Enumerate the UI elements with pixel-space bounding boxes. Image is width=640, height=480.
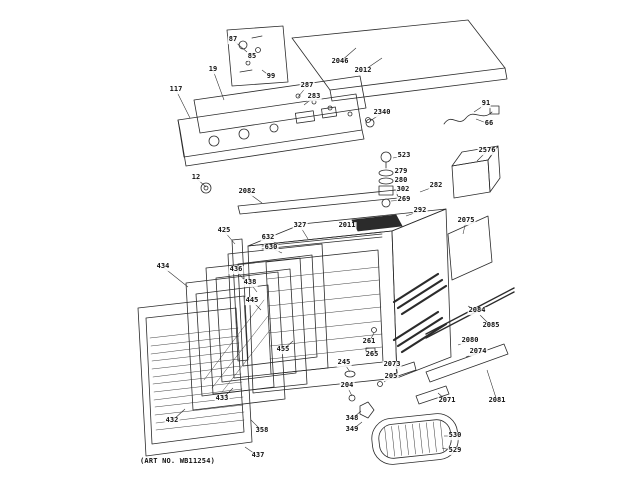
part-label: 265 [364, 350, 380, 359]
part-label: 433 [214, 394, 230, 403]
part-label: 91 [480, 99, 492, 108]
side-trim-strip [231, 238, 249, 362]
part-label: 12 [190, 173, 202, 182]
top-cover-panel [291, 19, 508, 102]
part-label: 632 [260, 233, 276, 242]
part-label: 280 [393, 176, 409, 185]
part-label: 2082 [237, 187, 257, 196]
part-label: 432 [164, 416, 180, 425]
power-cord [443, 105, 500, 125]
part-label: 87 [227, 35, 239, 44]
part-label: 327 [292, 221, 308, 230]
part-label: 269 [396, 195, 412, 204]
part-label: 283 [306, 92, 322, 101]
part-label: 530 [447, 431, 463, 440]
part-label: 287 [299, 81, 315, 90]
control-panel [177, 93, 365, 167]
part-label: 2084 [467, 306, 487, 315]
part-label: 19 [207, 65, 219, 74]
part-label: 279 [393, 167, 409, 176]
part-label: 436 [228, 265, 244, 274]
part-label: 2071 [437, 396, 457, 405]
part-label: 2046 [330, 57, 350, 66]
part-label: 245 [336, 358, 352, 367]
part-label: 445 [244, 296, 260, 305]
part-label: 437 [250, 451, 266, 460]
mounting-bracket [415, 385, 450, 405]
hardware-detail-box [226, 25, 289, 87]
part-label: 630 [263, 243, 279, 252]
latch-hardware [344, 327, 417, 419]
art-number-caption: (ART NO. WB11254) [140, 457, 216, 465]
part-label: 66 [483, 119, 495, 128]
part-label: 205 [383, 372, 399, 381]
part-label: 2081 [487, 396, 507, 405]
part-label: 2576 [477, 146, 497, 155]
oven-racks [392, 272, 448, 354]
part-label: 349 [344, 425, 360, 434]
part-label: 2085 [481, 321, 501, 330]
part-label: 117 [168, 85, 184, 94]
part-label: 2075 [456, 216, 476, 225]
part-label: 523 [396, 151, 412, 160]
part-label: 261 [361, 337, 377, 346]
part-label: 2074 [468, 347, 488, 356]
part-label: 204 [339, 381, 355, 390]
oven-body [247, 208, 452, 394]
part-label: 425 [216, 226, 232, 235]
part-label: 2011 [337, 221, 357, 230]
part-label: 302 [395, 185, 411, 194]
part-label: 2012 [353, 66, 373, 75]
part-label: 358 [254, 426, 270, 435]
door-assembly [137, 243, 329, 457]
part-label: 348 [344, 414, 360, 423]
part-label: 455 [275, 345, 291, 354]
part-label: 282 [428, 181, 444, 190]
part-label: 292 [412, 206, 428, 215]
top-trim-rod [261, 233, 383, 250]
part-label: 529 [447, 446, 463, 455]
part-label: 2080 [460, 336, 480, 345]
part-label: 2340 [372, 108, 392, 117]
fastener-screws [200, 93, 371, 194]
part-label: 85 [246, 52, 258, 61]
part-label: 438 [242, 278, 258, 287]
part-label: 434 [155, 262, 171, 271]
part-label: 99 [265, 72, 277, 81]
part-label: 2073 [382, 360, 402, 369]
